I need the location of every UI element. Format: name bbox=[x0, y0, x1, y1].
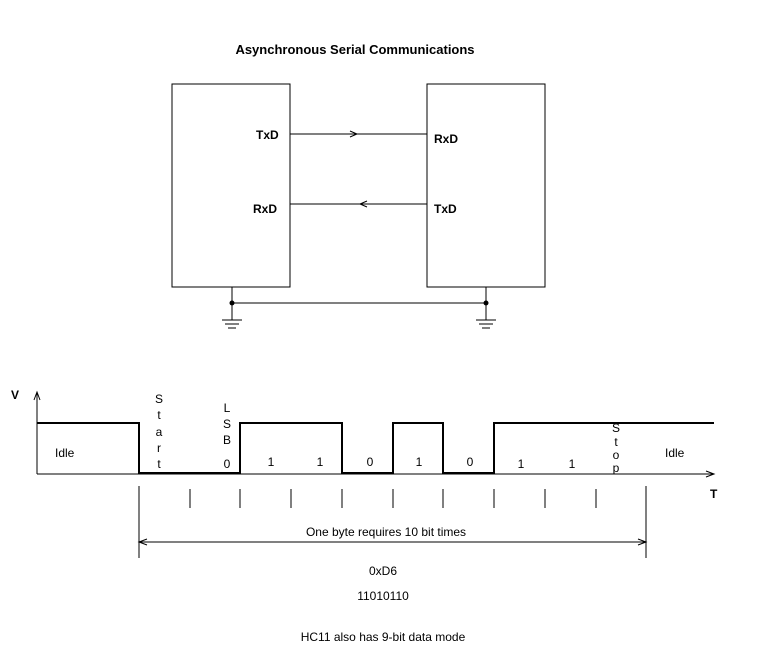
left-rxd-label: RxD bbox=[253, 202, 277, 216]
span-left-arrow-icon bbox=[137, 538, 148, 546]
bit-value: 1 bbox=[518, 457, 525, 471]
v-axis-label: V bbox=[11, 388, 19, 402]
footnote: HC11 also has 9-bit data mode bbox=[301, 630, 466, 644]
data-bits: 0 1 1 0 1 0 1 1 bbox=[224, 455, 576, 471]
ground-icon bbox=[476, 319, 496, 329]
bit-value: 0 bbox=[224, 457, 231, 471]
start-label: S t a r t bbox=[155, 392, 163, 471]
lsb-letter: L bbox=[224, 401, 231, 415]
hex-value: 0xD6 bbox=[369, 564, 397, 578]
idle-right-label: Idle bbox=[665, 446, 685, 460]
bit-value: 1 bbox=[317, 455, 324, 469]
start-letter: a bbox=[156, 425, 163, 439]
t-axis-label: T bbox=[710, 487, 718, 501]
stop-letter: t bbox=[614, 435, 618, 449]
stop-label: S t o p bbox=[612, 421, 620, 475]
bit-value: 0 bbox=[367, 455, 374, 469]
right-rxd-label: RxD bbox=[434, 132, 458, 146]
span-right-arrow-icon bbox=[637, 538, 648, 546]
left-txd-label: TxD bbox=[256, 128, 279, 142]
bit-time-ticks bbox=[138, 486, 647, 558]
t-axis-arrow-icon bbox=[705, 470, 716, 478]
bit-value: 1 bbox=[569, 457, 576, 471]
stop-letter: S bbox=[612, 421, 620, 435]
start-letter: S bbox=[155, 392, 163, 406]
idle-left-label: Idle bbox=[55, 446, 75, 460]
start-letter: r bbox=[157, 441, 161, 455]
diagram-title: Asynchronous Serial Communications bbox=[235, 42, 474, 57]
lsb-label: L S B bbox=[223, 401, 231, 447]
start-letter: t bbox=[157, 457, 161, 471]
stop-letter: o bbox=[613, 448, 620, 462]
lsb-letter: B bbox=[223, 433, 231, 447]
bit-value: 1 bbox=[416, 455, 423, 469]
binary-value: 11010110 bbox=[357, 589, 409, 603]
stop-letter: p bbox=[613, 461, 620, 475]
left-arrow-icon bbox=[358, 200, 368, 208]
right-txd-label: TxD bbox=[434, 202, 457, 216]
v-axis-arrow-icon bbox=[33, 390, 41, 401]
right-device-box bbox=[426, 83, 546, 288]
ground-connection bbox=[229, 287, 489, 320]
bit-value: 1 bbox=[268, 455, 275, 469]
right-arrow-icon bbox=[349, 130, 359, 138]
ground-icon bbox=[222, 319, 242, 329]
lsb-letter: S bbox=[223, 417, 231, 431]
byte-span-label: One byte requires 10 bit times bbox=[306, 525, 466, 539]
left-device-box bbox=[171, 83, 291, 288]
bit-value: 0 bbox=[467, 455, 474, 469]
start-letter: t bbox=[157, 408, 161, 422]
waveform bbox=[37, 422, 714, 474]
